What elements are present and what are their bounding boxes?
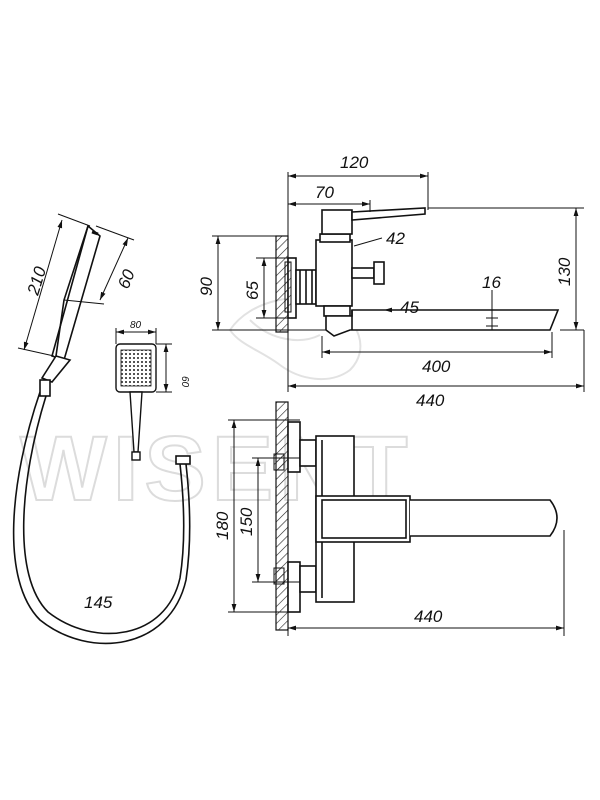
spout: [325, 309, 560, 337]
dim-145: 145: [84, 593, 113, 612]
dim-65: 65: [243, 281, 262, 300]
dim-440-front: 440: [414, 607, 443, 626]
dim-120: 120: [340, 153, 369, 172]
dim-60: 60: [114, 266, 139, 291]
dim-70: 70: [315, 183, 334, 202]
dim-80: 80: [130, 320, 142, 331]
dim-400: 400: [422, 357, 451, 376]
dim-45: 45: [400, 298, 419, 317]
side-view: [275, 207, 560, 337]
hand-shower-dimensions: [17, 213, 135, 357]
front-spout: [410, 499, 558, 537]
dim-180: 180: [213, 511, 232, 540]
shower-hose: [12, 379, 191, 645]
side-view-dimensions: [212, 172, 585, 392]
lower-eccentric: [299, 565, 317, 593]
wall-hatch-bottom: [275, 401, 289, 631]
hose-nut: [175, 455, 191, 465]
front-view-dimensions: [228, 419, 565, 636]
diverter-knob: [373, 261, 385, 285]
dim-90: 90: [197, 277, 216, 296]
shower-head-side: [51, 224, 101, 362]
hand-shower-side: [40, 224, 101, 383]
dim-440-side: 440: [416, 391, 445, 410]
dim-210: 210: [23, 264, 50, 298]
handle-cap: [321, 209, 353, 235]
dim-head-60: 60: [179, 376, 190, 388]
upper-eccentric: [299, 439, 317, 467]
dim-16: 16: [482, 273, 501, 292]
hand-shower-front: [115, 343, 157, 461]
mixer-body: [315, 239, 353, 307]
shower-nozzles: [120, 349, 152, 387]
dim-42: 42: [386, 229, 405, 248]
dim-130: 130: [555, 257, 574, 286]
lever-handle: [351, 207, 426, 221]
shower-head-dimensions: [115, 328, 172, 393]
front-view: [273, 401, 558, 631]
dim-150: 150: [237, 507, 256, 536]
